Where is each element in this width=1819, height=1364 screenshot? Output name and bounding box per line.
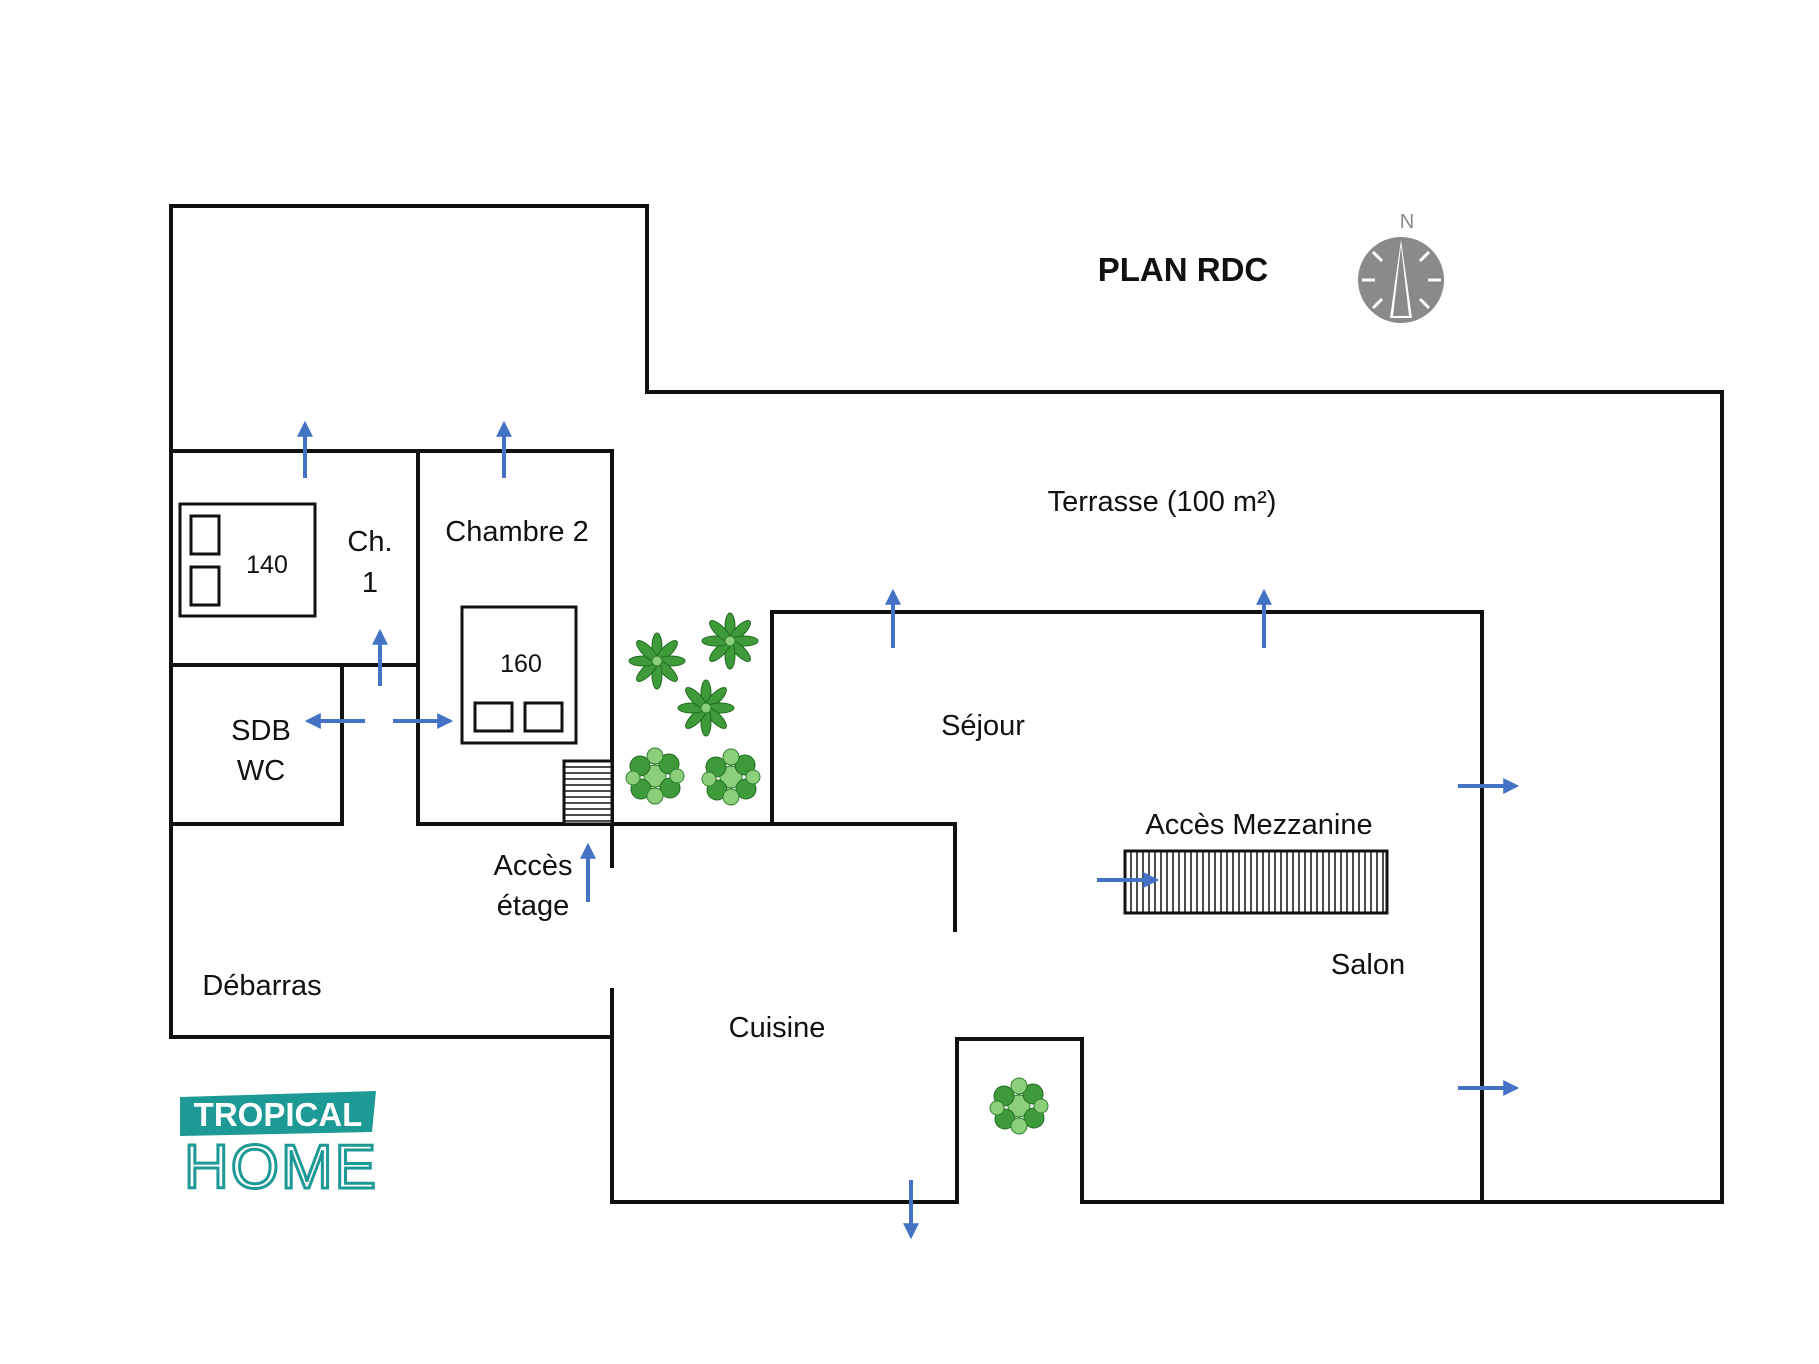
plant-icon — [989, 1077, 1049, 1135]
door-arrows — [297, 420, 1520, 1240]
plant-icon — [677, 679, 735, 737]
plant-icon — [625, 747, 685, 805]
label-cuisine: Cuisine — [729, 1012, 826, 1044]
logo-bottom-text: HOME — [184, 1133, 378, 1202]
stairs-outline — [562, 759, 614, 826]
plants — [625, 612, 1049, 1135]
label-acces-etage: Accès — [494, 850, 573, 882]
label-wc: WC — [237, 755, 285, 787]
label-terrasse: Terrasse (100 m²) — [1048, 486, 1277, 518]
label-sdb: SDB — [231, 715, 291, 747]
label-chambre1: Ch. — [347, 526, 392, 558]
label-bed2-size: 160 — [500, 650, 542, 678]
label-chambre1-number: 1 — [362, 567, 378, 599]
bed-140 — [178, 502, 317, 618]
plant-icon — [701, 612, 759, 670]
bed-160 — [460, 605, 578, 745]
label-acces-etage-2: étage — [497, 890, 570, 922]
stairs-outline — [1123, 849, 1389, 915]
tropical-home-logo: TROPICAL HOME — [180, 1091, 378, 1204]
plan-title: PLAN RDC — [1098, 251, 1269, 288]
label-debarras: Débarras — [202, 970, 321, 1002]
stairs-etage — [562, 759, 614, 826]
plant-icon — [628, 632, 686, 690]
compass-icon: N — [1358, 211, 1444, 323]
label-acces-mezzanine: Accès Mezzanine — [1145, 809, 1372, 841]
label-sejour: Séjour — [941, 710, 1025, 742]
stairs-mezzanine — [1123, 849, 1389, 915]
logo-banner — [180, 1091, 376, 1136]
label-salon: Salon — [1331, 949, 1405, 981]
label-chambre2: Chambre 2 — [445, 516, 588, 548]
label-bed1-size: 140 — [246, 551, 288, 579]
compass-letter: N — [1400, 211, 1414, 233]
logo-top-text: TROPICAL — [194, 1096, 363, 1133]
plant-icon — [701, 748, 761, 806]
walls — [169, 204, 1724, 1204]
